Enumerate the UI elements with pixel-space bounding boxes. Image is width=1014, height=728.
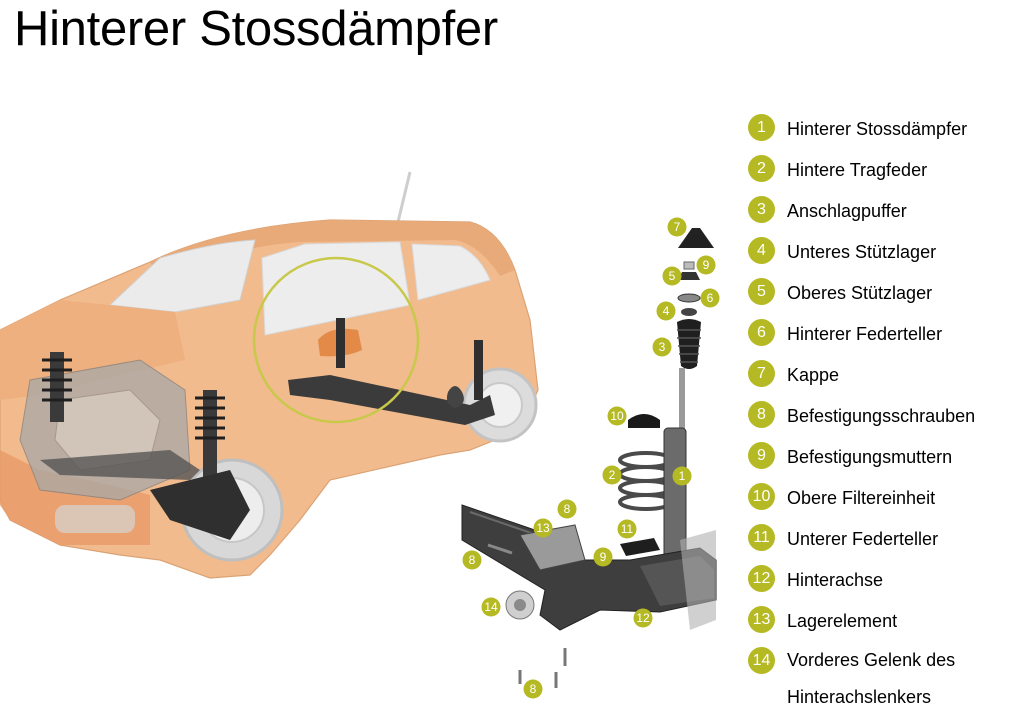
- callout-12: 12: [633, 608, 653, 628]
- legend-item: 11 Unterer Federteller: [748, 520, 1014, 561]
- svg-text:5: 5: [669, 269, 676, 283]
- svg-text:9: 9: [600, 550, 607, 564]
- legend-number-badge: 11: [748, 524, 775, 551]
- callout-13: 13: [533, 518, 553, 538]
- front-bushing: [505, 590, 535, 620]
- callout-8: 8: [557, 499, 577, 519]
- legend-label: Vorderes Gelenk des Hinterachslenkers: [787, 650, 956, 707]
- callout-7: 7: [667, 217, 687, 237]
- front-strut-left: [42, 352, 72, 422]
- legend-item: 9 Befestigungsmuttern: [748, 438, 1014, 479]
- legend-label: Oberes Stützlager: [787, 283, 933, 303]
- legend-number-badge: 14: [748, 647, 775, 674]
- legend-number-badge: 8: [748, 401, 775, 428]
- callout-10: 10: [607, 406, 627, 426]
- svg-text:12: 12: [636, 611, 650, 625]
- callout-9b: 9: [593, 547, 613, 567]
- legend-number-badge: 7: [748, 360, 775, 387]
- legend-number-badge: 5: [748, 278, 775, 305]
- parts-legend: 1 Hinterer Stossdämpfer 2 Hintere Tragfede…: [748, 110, 1014, 707]
- legend-label: Unterer Federteller: [787, 529, 939, 549]
- legend-label: Hinterachse: [787, 570, 884, 590]
- legend-number-badge: 13: [748, 606, 775, 633]
- legend-item: 12 Hinterachse: [748, 561, 1014, 602]
- svg-text:8: 8: [469, 553, 476, 567]
- callout-1: 1: [672, 466, 692, 486]
- legend-label: Hinterer Stossdämpfer: [787, 119, 968, 139]
- legend-label: Befestigungsmuttern: [787, 447, 953, 467]
- legend-item: 1 Hinterer Stossdämpfer: [748, 110, 1014, 151]
- callout-8b: 8: [462, 550, 482, 570]
- callout-5: 5: [662, 266, 682, 286]
- callout-4: 4: [656, 301, 676, 321]
- svg-text:4: 4: [663, 304, 670, 318]
- front-subframe: [40, 450, 200, 480]
- legend-number-badge: 2: [748, 155, 775, 182]
- legend-number-badge: 4: [748, 237, 775, 264]
- legend-item: 3 Anschlagpuffer: [748, 192, 1014, 233]
- svg-text:13: 13: [536, 521, 550, 535]
- legend-item: 7 Kappe: [748, 356, 1014, 397]
- front-strut-right: [150, 390, 250, 540]
- callout-badges: 7 9 5 6 4 3 10 2 1 8 13 11 8 9 14 12 8: [462, 217, 720, 699]
- legend-number-badge: 6: [748, 319, 775, 346]
- svg-text:11: 11: [621, 522, 634, 536]
- callout-6: 6: [700, 288, 720, 308]
- callout-11: 11: [617, 519, 637, 539]
- highlight-ring: [252, 256, 420, 424]
- legend-item: 10 Obere Filtereinheit: [748, 479, 1014, 520]
- legend-number-badge: 9: [748, 442, 775, 469]
- callout-14: 14: [481, 597, 501, 617]
- legend-item: 6 Hinterer Federteller: [748, 315, 1014, 356]
- legend-item: 13 Lagerelement: [748, 602, 1014, 643]
- svg-text:14: 14: [484, 600, 498, 614]
- svg-text:6: 6: [707, 291, 714, 305]
- callout-3: 3: [652, 337, 672, 357]
- legend-item: 4 Unteres Stützlager: [748, 233, 1014, 274]
- svg-text:8: 8: [530, 682, 537, 696]
- legend-item: 5 Oberes Stützlager: [748, 274, 1014, 315]
- svg-text:3: 3: [659, 340, 666, 354]
- svg-text:10: 10: [610, 409, 624, 423]
- legend-item: 2 Hintere Tragfeder: [748, 151, 1014, 192]
- legend-label: Hinterer Federteller: [787, 324, 943, 344]
- legend-item: 8 Befestigungsschrauben: [748, 397, 1014, 438]
- svg-text:1: 1: [679, 469, 686, 483]
- legend-item: 14 Vorderes Gelenk des Hinterachslenkers: [748, 643, 1014, 707]
- legend-label: Unteres Stützlager: [787, 242, 937, 262]
- legend-label: Hintere Tragfeder: [787, 160, 928, 180]
- lower-bolts: [518, 648, 567, 688]
- page-title: Hinterer Stossdämpfer: [14, 2, 498, 56]
- svg-text:2: 2: [609, 468, 616, 482]
- callout-8c: 8: [523, 679, 543, 699]
- legend-label: Anschlagpuffer: [787, 201, 907, 221]
- svg-text:8: 8: [564, 502, 571, 516]
- legend-number-badge: 12: [748, 565, 775, 592]
- legend-label: Lagerelement: [787, 611, 898, 631]
- legend-number-badge: 3: [748, 196, 775, 223]
- legend-label: Kappe: [787, 365, 840, 385]
- legend-number-badge: 1: [748, 114, 775, 141]
- callout-2: 2: [602, 465, 622, 485]
- callout-9: 9: [696, 255, 716, 275]
- legend-label: Befestigungsschrauben: [787, 406, 976, 426]
- svg-text:7: 7: [674, 220, 681, 234]
- svg-text:9: 9: [703, 258, 710, 272]
- long-bolt: [487, 543, 513, 555]
- legend-label: Obere Filtereinheit: [787, 488, 936, 508]
- legend-number-badge: 10: [748, 483, 775, 510]
